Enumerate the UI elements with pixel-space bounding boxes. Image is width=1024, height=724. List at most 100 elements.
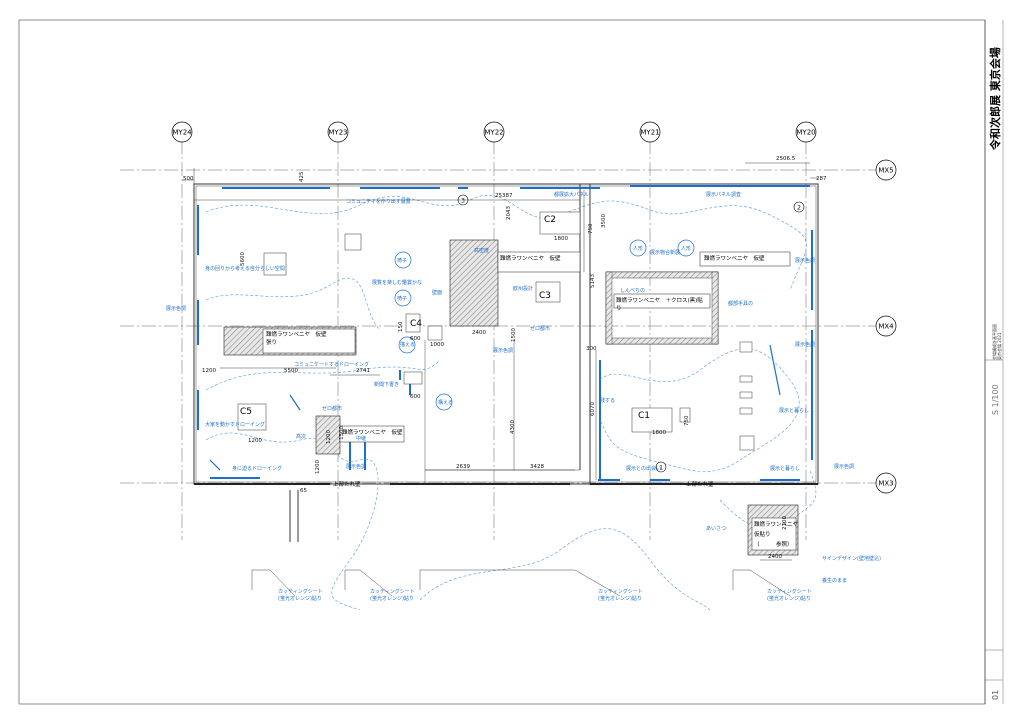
room-codes: C2 C3 C4 C5 C1 — [240, 215, 650, 421]
annotation: 中継 — [356, 435, 366, 442]
annotation: 壁面 — [432, 289, 442, 296]
dim-label: 2100 — [782, 516, 788, 530]
marker-2: 2 — [797, 205, 801, 212]
room-walls — [193, 183, 819, 542]
dim-label: 1800 — [652, 430, 666, 436]
annotation: 身の回りから考える自分らしい空間 — [205, 265, 285, 272]
dim-label: 1500 — [339, 426, 345, 440]
annotation: 展示と暮らし — [779, 407, 809, 414]
dim-label: 3500 — [601, 214, 607, 228]
dim-label: 425 — [299, 171, 305, 182]
hanging-wall-label: 上部たれ壁 — [333, 480, 361, 488]
annotation: 養生のまま — [822, 577, 847, 584]
marker-1: 1 — [659, 465, 663, 472]
dim-label: 150 — [398, 321, 404, 332]
annotation: ゼロ都市 — [322, 405, 342, 412]
annotation: 人形 — [681, 245, 691, 252]
dim-label: 25387 — [495, 193, 513, 199]
annotation: 欧州設計 — [513, 285, 533, 292]
fixture-labels: 難燃ラワンベニヤ 仮壁 張り 難燃ラワンベニヤ 仮壁 難燃ラワンベニヤ 仮壁 難… — [266, 254, 799, 548]
dim-label: 750 — [684, 415, 690, 426]
dimension-lines — [182, 162, 818, 561]
dim-label: 287 — [816, 176, 827, 182]
annotation: サインデザイン(壁地壁込) — [822, 555, 881, 562]
veneer-label: 難燃ラワンベニヤ 仮壁 — [500, 254, 561, 262]
blue-markers — [394, 239, 695, 411]
veneer-label: り — [616, 305, 622, 312]
grid-col-my21: MY21 — [640, 129, 659, 137]
dim-label: 1200 — [326, 430, 332, 444]
annotation: 大家を動かすドローイング — [205, 421, 265, 428]
project-title: 令和次郎展 東京会場 — [988, 47, 1002, 151]
annotation: 高密度 — [474, 247, 489, 254]
dim-label: 2639 — [456, 464, 470, 470]
dim-label: 300 — [586, 346, 597, 352]
room-c3: C3 — [539, 291, 551, 301]
room-c4: C4 — [410, 319, 422, 329]
dim-label: 2506.5 — [776, 156, 796, 162]
annotation: 展示色調 — [795, 341, 815, 348]
dim-label: 2400 — [768, 554, 782, 560]
veneer-label: 難燃ラワンベニヤ 仮壁 — [342, 428, 403, 436]
room-c2: C2 — [544, 215, 556, 225]
cutting-sheet-label: カッティングシート — [278, 588, 323, 595]
fixtures — [237, 211, 755, 451]
veneer-label: 張り — [266, 339, 277, 346]
dim-label: 4300 — [510, 420, 516, 434]
dim-label: 5600 — [240, 252, 246, 266]
title-block: 令和次郎展 東京会場 会場構成計画平面図 東京会場 2021 S 1/100 0… — [984, 20, 1004, 704]
annotation: 展示色調 — [346, 463, 366, 470]
annotation: 展示パネル調査 — [706, 191, 741, 198]
veneer-label: 難燃ラワンベニヤ ＋クロス(黒)貼 — [616, 296, 703, 304]
sheet-border — [18, 19, 986, 705]
grid-row-mx4: MX4 — [878, 323, 894, 331]
annotation: 展示色調 — [834, 463, 854, 470]
annotation: 人形 — [633, 245, 643, 252]
grid-row-mx3: MX3 — [878, 480, 893, 488]
dim-label: 2400 — [472, 330, 486, 336]
dim-label: 3428 — [530, 464, 544, 470]
dim-label: 65 — [300, 488, 307, 494]
cutting-sheet-label: (蛍光オレンジ)貼り — [278, 595, 322, 602]
annotation: 展覧を楽しむ鑑賞かな — [372, 279, 422, 286]
cutting-sheet-label: カッティングシート — [598, 588, 643, 595]
sheet-number: 01 — [991, 690, 1000, 700]
annotation: 高次 — [296, 433, 306, 440]
dim-label: 6070 — [590, 402, 596, 416]
annotation: 新聞下書き — [374, 381, 399, 388]
veneer-label: 難燃ラワンベニヤ — [754, 520, 799, 528]
dim-label: 2043 — [506, 206, 512, 220]
dim-label: 750 — [588, 223, 594, 234]
cutting-sheet-labels: カッティングシート (蛍光オレンジ)貼り カッティングシート (蛍光オレンジ)貼… — [278, 588, 812, 602]
hanging-wall-label: 上部たれ壁 — [686, 480, 714, 488]
annotation: 都展拡大パネル — [554, 191, 589, 198]
grid-row-bubbles: MX5 MX4 MX3 — [875, 159, 897, 494]
dim-label: 1000 — [430, 342, 444, 348]
drawing-meta-1: 会場構成計画平面図 — [991, 324, 997, 360]
dim-label: 1200 — [248, 438, 262, 444]
hatched-partitions — [223, 239, 799, 556]
dim-label: 600 — [410, 336, 421, 342]
annotation: 都部手具の — [728, 300, 753, 307]
dim-label: 2741 — [356, 368, 370, 374]
annotation: 展示色調 — [166, 305, 186, 312]
annotation: 椅子 — [397, 257, 407, 264]
dim-label: 5500 — [284, 368, 298, 374]
annotation: コミュニケートするドローイング — [294, 361, 369, 368]
annotation: ゼロ都市 — [530, 325, 550, 332]
cutting-sheet-label: (蛍光オレンジ)貼り — [598, 595, 642, 602]
grid-row-mx5: MX5 — [878, 167, 893, 175]
annotation: しんべちの — [620, 288, 645, 294]
annotation: 展示物合新展 — [650, 249, 680, 256]
cutting-sheet-label: (蛍光オレンジ)貼り — [370, 595, 414, 602]
numbered-circles: 3 2 1 — [457, 194, 805, 473]
grid-col-my24: MY24 — [172, 129, 192, 137]
grid-col-my20: MY20 — [796, 129, 815, 137]
drawing-meta-2: 東京会場 2021 — [996, 332, 1002, 360]
room-c5: C5 — [240, 407, 252, 417]
veneer-label: 難燃ラワンベニヤ 仮壁 — [266, 330, 327, 338]
veneer-label: 仮貼り — [754, 530, 771, 538]
annotation: 展示色調 — [493, 347, 513, 354]
room-c1: C1 — [638, 411, 650, 421]
